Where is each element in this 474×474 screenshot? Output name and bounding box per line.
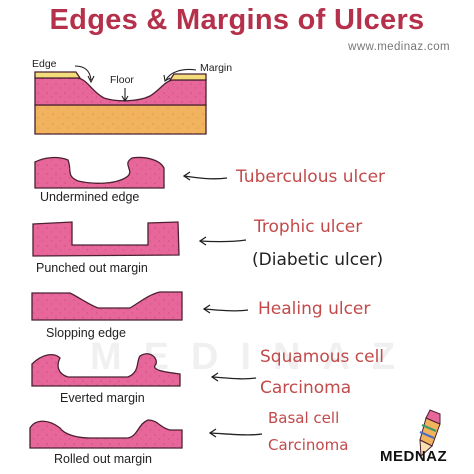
caption-everted-margin: Everted margin [60, 391, 145, 405]
label-margin: Margin [200, 62, 233, 74]
arrow-5 [209, 432, 263, 436]
arrow-4 [211, 376, 257, 380]
arrow-2 [199, 239, 247, 243]
arrow-1 [183, 175, 228, 180]
caption-undermined-edge: Undermined edge [40, 190, 140, 204]
arrow-3 [203, 308, 249, 312]
shape-undermined-edge [34, 156, 165, 189]
label-floor: Floor [110, 74, 134, 86]
ulcer-basal-line1: Basal cell [268, 409, 340, 427]
caption-punched-out-margin: Punched out margin [36, 261, 148, 275]
page-title: Edges & Margins of Ulcers [49, 4, 425, 36]
label-edge: Edge [32, 58, 57, 70]
shape-slopping-edge [31, 291, 183, 321]
medinaz-logo [419, 409, 441, 458]
caption-slopping-edge: Slopping edge [46, 326, 126, 340]
shape-rolled-out-margin [29, 419, 183, 449]
ulcer-healing: Healing ulcer [258, 299, 371, 319]
arrows [182, 171, 263, 438]
ulcer-squamous-line2: Carcinoma [260, 378, 352, 398]
ulcer-basal-line2: Carcinoma [268, 436, 349, 454]
caption-rolled-out-margin: Rolled out margin [54, 452, 152, 466]
shape-punched-out-margin [32, 221, 180, 257]
logo-text: MEDNAZ [380, 448, 448, 465]
ulcer-diabetic-note: (Diabetic ulcer) [252, 250, 384, 270]
epithelium-right [168, 73, 207, 81]
ulcer-tuberculous: Tuberculous ulcer [236, 167, 386, 187]
shape-everted-margin [31, 353, 181, 387]
top-cross-section [34, 65, 207, 135]
edge-pointer [74, 65, 92, 81]
website-url: www.medinaz.com [348, 41, 450, 53]
epithelium-left [34, 71, 82, 79]
margin-pointer [165, 68, 197, 81]
ulcer-trophic: Trophic ulcer [254, 217, 363, 237]
ulcer-squamous-line1: Squamous cell [260, 347, 385, 367]
